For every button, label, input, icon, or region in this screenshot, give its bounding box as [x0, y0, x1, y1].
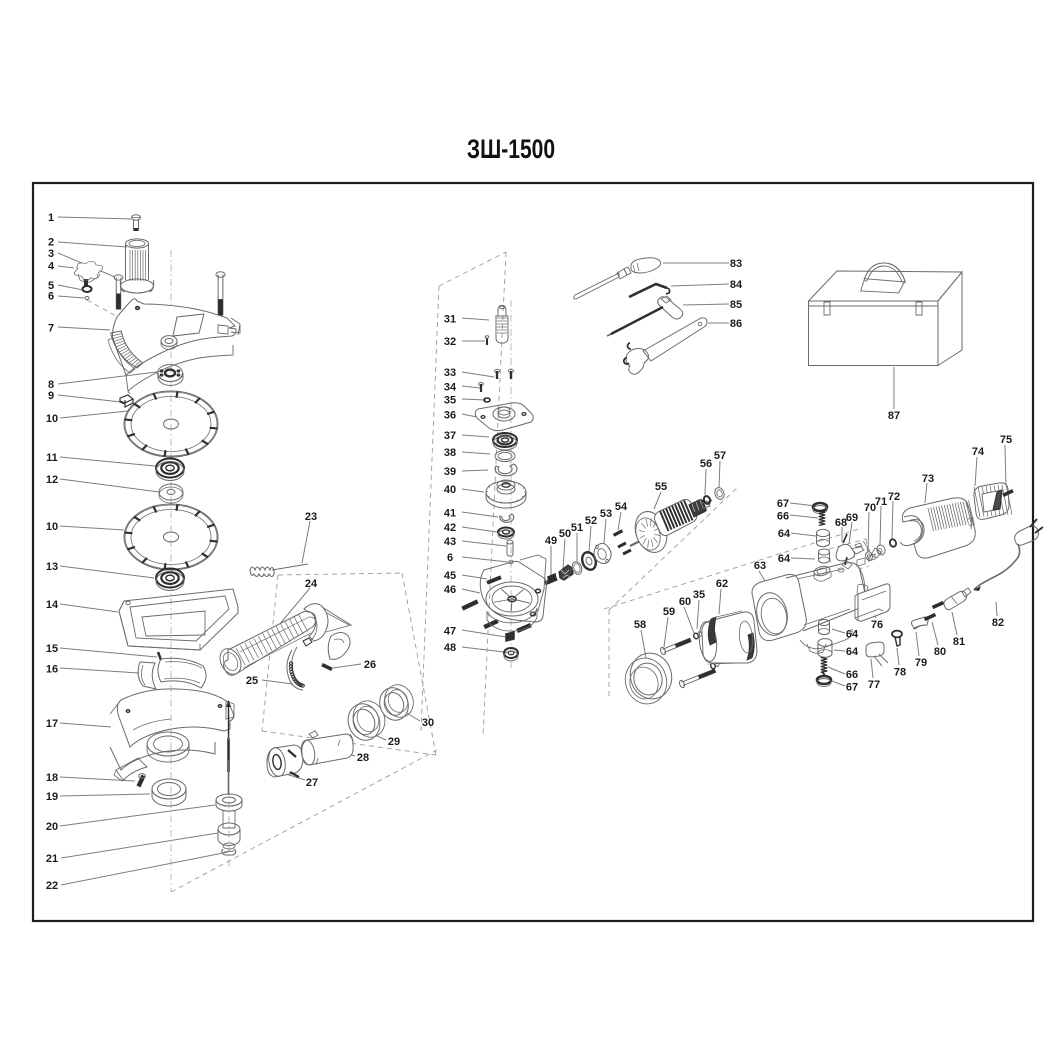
svg-text:64: 64 — [846, 646, 859, 658]
svg-text:87: 87 — [888, 410, 900, 422]
svg-text:33: 33 — [444, 367, 456, 379]
svg-text:35: 35 — [444, 395, 456, 407]
svg-text:28: 28 — [357, 752, 369, 764]
svg-text:66: 66 — [777, 511, 789, 523]
svg-text:53: 53 — [600, 508, 612, 520]
svg-text:45: 45 — [444, 570, 456, 582]
svg-text:13: 13 — [46, 561, 58, 573]
svg-text:85: 85 — [730, 299, 742, 311]
svg-text:55: 55 — [655, 481, 667, 493]
svg-text:81: 81 — [953, 636, 965, 648]
svg-text:22: 22 — [46, 880, 58, 892]
svg-text:82: 82 — [992, 617, 1004, 629]
svg-text:18: 18 — [46, 772, 58, 784]
svg-text:21: 21 — [46, 853, 58, 865]
svg-text:67: 67 — [777, 498, 789, 510]
svg-text:17: 17 — [46, 718, 58, 730]
svg-text:48: 48 — [444, 642, 456, 654]
svg-text:79: 79 — [915, 657, 927, 669]
svg-text:26: 26 — [364, 659, 376, 671]
svg-text:64: 64 — [778, 553, 791, 565]
svg-text:54: 54 — [615, 501, 628, 513]
svg-text:67: 67 — [846, 682, 858, 694]
svg-text:51: 51 — [571, 522, 583, 534]
svg-text:24: 24 — [305, 578, 318, 590]
svg-text:2: 2 — [48, 237, 54, 249]
svg-text:7: 7 — [48, 323, 54, 335]
svg-text:69: 69 — [846, 512, 858, 524]
svg-text:34: 34 — [444, 382, 457, 394]
svg-text:6: 6 — [447, 552, 453, 564]
svg-text:77: 77 — [868, 679, 880, 691]
svg-text:49: 49 — [545, 535, 557, 547]
svg-text:6: 6 — [48, 291, 54, 303]
svg-text:4: 4 — [48, 261, 55, 273]
svg-text:75: 75 — [1000, 434, 1012, 446]
svg-text:43: 43 — [444, 536, 456, 548]
svg-text:86: 86 — [730, 318, 742, 330]
svg-text:68: 68 — [835, 517, 847, 529]
svg-text:35: 35 — [693, 589, 705, 601]
svg-text:72: 72 — [888, 491, 900, 503]
svg-text:3: 3 — [48, 248, 54, 260]
svg-text:50: 50 — [559, 528, 571, 540]
svg-text:ЗШ-1500: ЗШ-1500 — [467, 135, 555, 165]
svg-text:8: 8 — [48, 379, 54, 391]
svg-text:76: 76 — [871, 619, 883, 631]
svg-text:52: 52 — [585, 515, 597, 527]
svg-text:66: 66 — [846, 669, 858, 681]
svg-text:10: 10 — [46, 413, 58, 425]
svg-text:62: 62 — [716, 578, 728, 590]
svg-text:9: 9 — [48, 390, 54, 402]
svg-text:64: 64 — [778, 528, 791, 540]
svg-text:84: 84 — [730, 279, 743, 291]
svg-text:27: 27 — [306, 777, 318, 789]
svg-text:25: 25 — [246, 675, 258, 687]
svg-text:16: 16 — [46, 664, 58, 676]
svg-text:42: 42 — [444, 522, 456, 534]
svg-text:74: 74 — [972, 446, 985, 458]
svg-text:11: 11 — [46, 452, 58, 464]
svg-text:1: 1 — [48, 212, 54, 224]
svg-text:23: 23 — [305, 511, 317, 523]
svg-text:63: 63 — [754, 560, 766, 572]
svg-text:73: 73 — [922, 473, 934, 485]
svg-text:37: 37 — [444, 430, 456, 442]
svg-text:57: 57 — [714, 450, 726, 462]
svg-text:59: 59 — [663, 606, 675, 618]
svg-text:10: 10 — [46, 521, 58, 533]
svg-text:47: 47 — [444, 626, 456, 638]
svg-text:40: 40 — [444, 484, 456, 496]
svg-text:14: 14 — [46, 599, 59, 611]
svg-text:58: 58 — [634, 619, 646, 631]
svg-text:71: 71 — [875, 496, 887, 508]
svg-text:19: 19 — [46, 791, 58, 803]
svg-text:39: 39 — [444, 466, 456, 478]
svg-text:46: 46 — [444, 584, 456, 596]
svg-text:31: 31 — [444, 314, 456, 326]
svg-text:30: 30 — [422, 717, 434, 729]
svg-text:29: 29 — [388, 736, 400, 748]
svg-text:20: 20 — [46, 821, 58, 833]
svg-text:41: 41 — [444, 508, 456, 520]
svg-text:80: 80 — [934, 646, 946, 658]
svg-text:70: 70 — [864, 502, 876, 514]
svg-text:60: 60 — [679, 596, 691, 608]
svg-text:5: 5 — [48, 280, 54, 292]
svg-text:56: 56 — [700, 458, 712, 470]
svg-text:83: 83 — [730, 258, 742, 270]
svg-text:12: 12 — [46, 474, 58, 486]
svg-text:32: 32 — [444, 336, 456, 348]
svg-text:64: 64 — [846, 629, 859, 641]
svg-text:38: 38 — [444, 447, 456, 459]
svg-text:78: 78 — [894, 667, 906, 679]
svg-text:36: 36 — [444, 410, 456, 422]
svg-text:15: 15 — [46, 643, 58, 655]
